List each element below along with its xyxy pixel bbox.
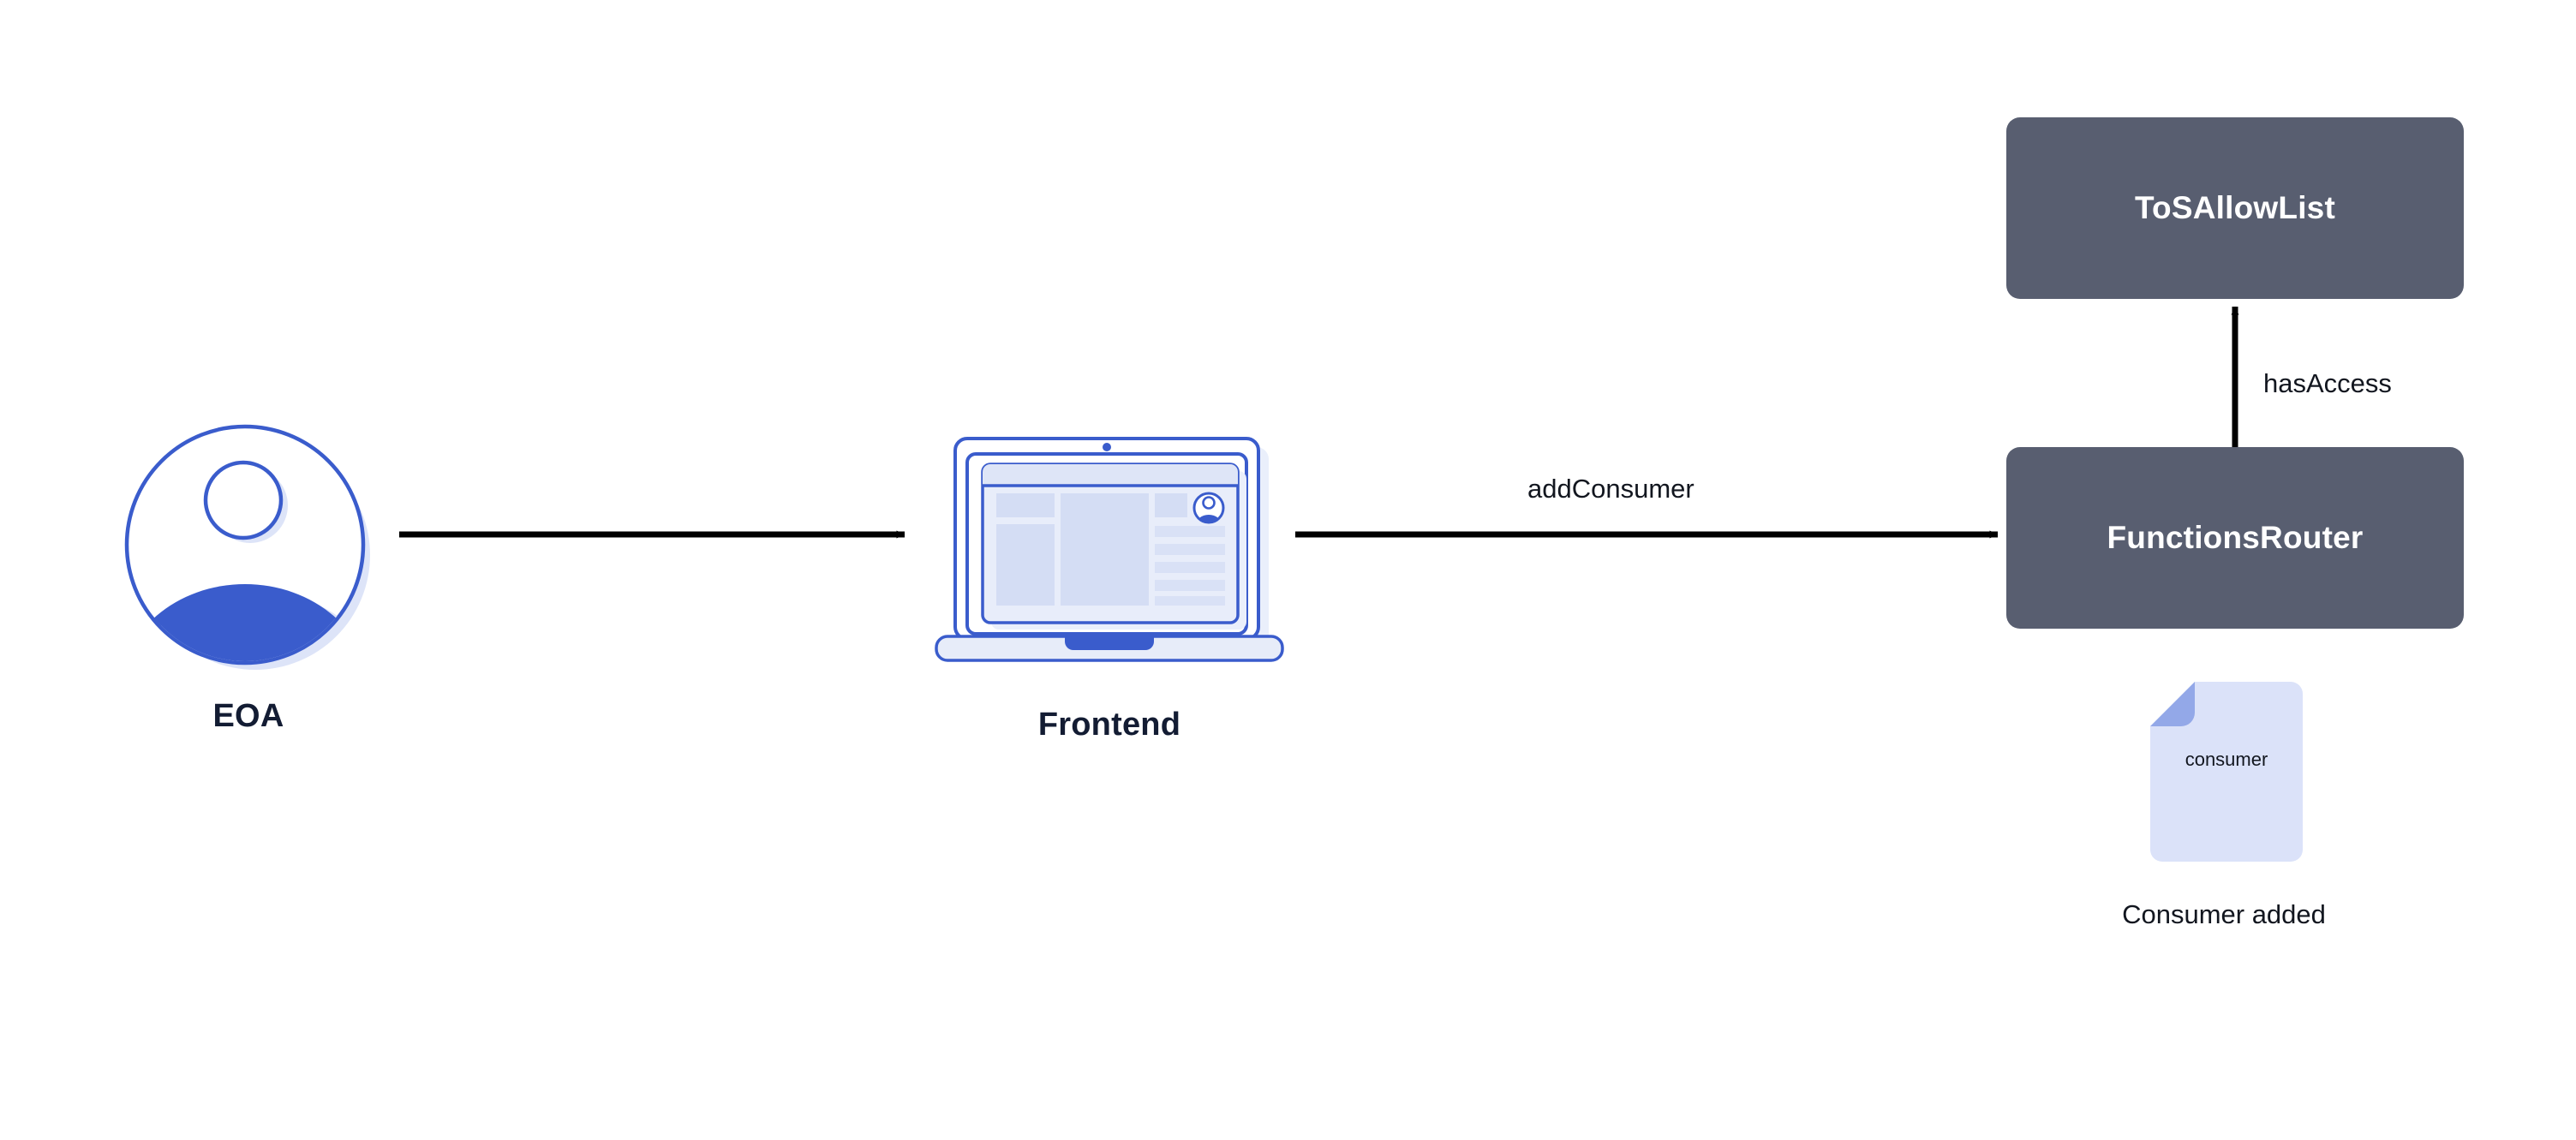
node-label-functions-router: FunctionsRouter [2107,519,2364,555]
screen-avatar-icon [1192,492,1225,524]
node-label-eoa: EOA [212,698,284,734]
document-icon [2150,682,2303,862]
edge-label-has-access: hasAccess [2263,368,2392,398]
node-frontend[interactable]: Frontend [921,428,1298,771]
user-avatar-icon [124,424,370,670]
node-tos-allowlist[interactable]: ToSAllowList [2006,117,2464,299]
node-functions-router[interactable]: FunctionsRouter [2006,447,2464,629]
node-label-frontend: Frontend [1037,707,1181,743]
node-consumer-document[interactable]: consumer Consumer added [2122,678,2326,952]
node-eoa[interactable]: EOA [120,420,428,762]
document-caption: Consumer added [2122,899,2326,929]
node-label-tos-allowlist: ToSAllowList [2135,189,2335,225]
laptop-icon [935,437,1284,662]
edge-label-add-consumer: addConsumer [1527,474,1694,504]
